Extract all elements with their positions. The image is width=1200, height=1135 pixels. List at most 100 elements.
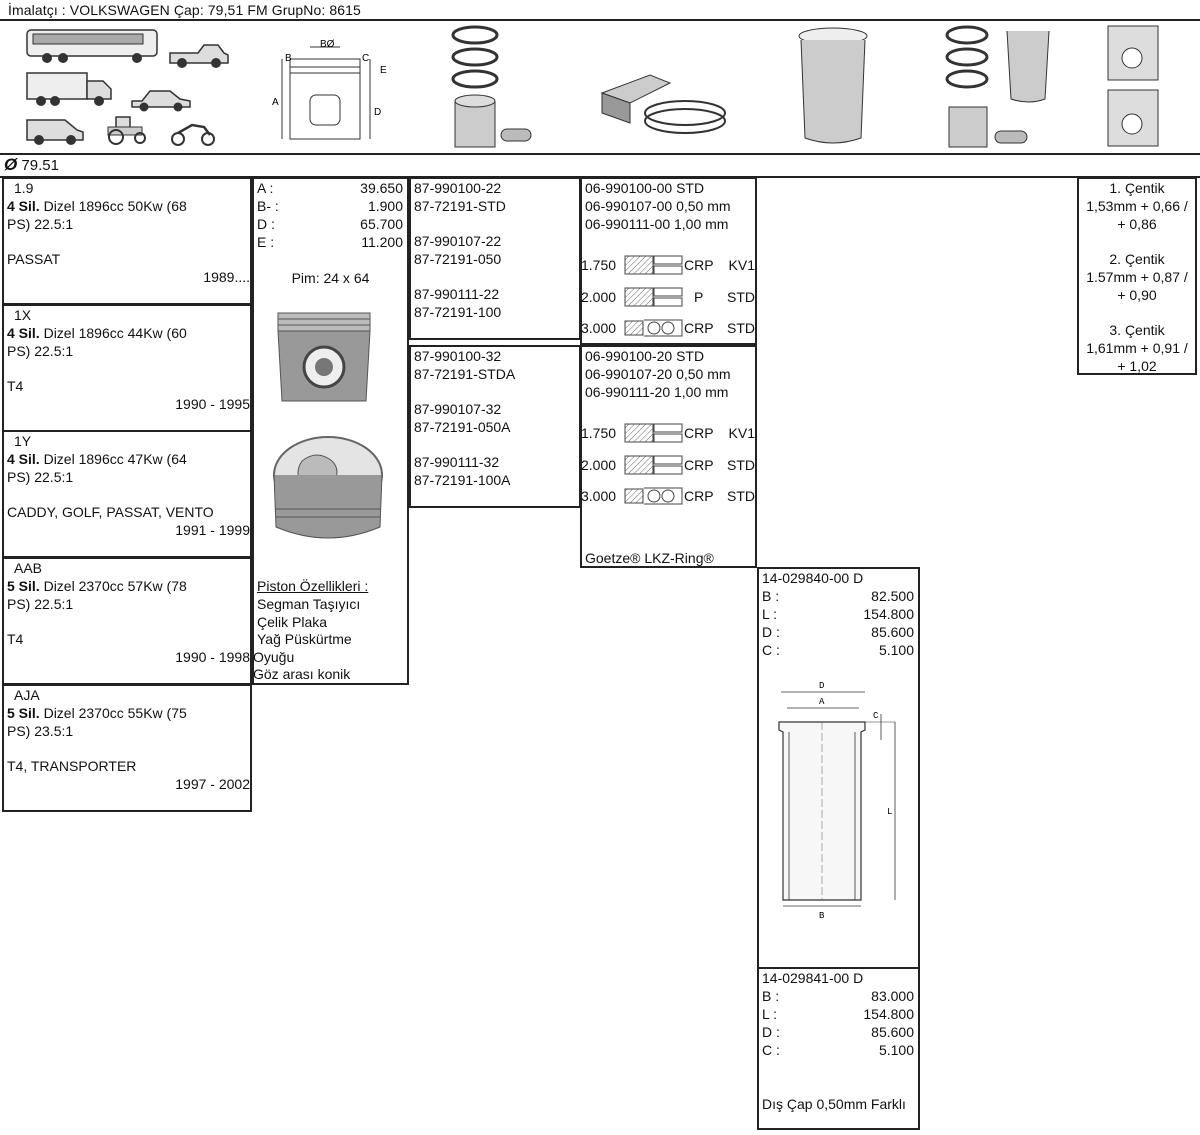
engine-cylinders: 5 Sil. <box>7 578 40 594</box>
engine-code: 1Y <box>14 433 32 449</box>
piston-dim-value: 39.650 <box>360 180 403 196</box>
piston-part-number: 87-990111-32 <box>414 454 500 470</box>
engine-code: AAB <box>14 560 43 576</box>
ring-type: CRP <box>684 425 714 441</box>
piston-dimension-icon: B BØ C E A D <box>272 39 387 140</box>
engine-code: AJA <box>14 687 40 703</box>
ring-set-part: 06-990107-20 0,50 mm <box>585 366 731 382</box>
ring-profile-icon <box>624 423 683 443</box>
liner-dim-label: B : <box>762 588 780 604</box>
liner-dim-value: 85.600 <box>871 624 914 640</box>
engine-years: 1991 - 1999 <box>175 522 250 538</box>
engine-model: T4 <box>7 378 24 394</box>
liner-dim-label: D : <box>762 1024 780 1040</box>
liner-dim-label: C : <box>762 1042 780 1058</box>
engine-cylinders: 4 Sil. <box>7 198 40 214</box>
ring-set-part: 06-990111-20 1,00 mm <box>585 384 729 400</box>
notch-tolerance-2: + 0,86 <box>1117 216 1157 232</box>
liner-label-d: D <box>819 681 824 691</box>
liner-dim-value: 5.100 <box>878 1042 914 1058</box>
engine-cylinders: 5 Sil. <box>7 705 40 721</box>
engine-spec-line2: PS) 22.5:1 <box>7 469 74 485</box>
notch-tolerance: 1,61mm + 0,91 / <box>1086 340 1188 356</box>
engine-spec: 4 Sil. Dizel 1896cc 47Kw (64 <box>7 450 187 468</box>
engine-spec-line2: PS) 23.5:1 <box>7 723 74 739</box>
liner-label-l: L <box>887 807 892 817</box>
piston-dim-value: 1.900 <box>367 198 403 214</box>
engine-spec-line1: Dizel 1896cc 50Kw (68 <box>43 198 187 214</box>
engine-code: 1.9 <box>14 180 34 196</box>
engine-spec-line1: Dizel 2370cc 57Kw (78 <box>43 578 187 594</box>
engine-years: 1990 - 1995 <box>175 396 250 412</box>
engine-model: PASSAT <box>7 251 61 267</box>
ring-type: CRP <box>684 488 714 504</box>
liner-label-a: A <box>819 697 825 707</box>
engine-spec: 5 Sil. Dizel 2370cc 55Kw (75 <box>7 704 187 722</box>
ring-profile-icon <box>624 487 683 505</box>
dim-label-b: B <box>285 53 292 64</box>
header-title: İmalatçı : VOLKSWAGEN Çap: 79,51 FM Grup… <box>8 2 361 18</box>
dim-label-c: C <box>362 53 369 64</box>
ring-size: 2.000 <box>581 456 617 473</box>
notch-title: 2. Çentik <box>1109 251 1165 267</box>
tractor-icon <box>107 116 146 145</box>
ring-code: STD <box>727 288 755 305</box>
liner-dim-label: D : <box>762 624 780 640</box>
notch-title: 3. Çentik <box>1109 322 1165 338</box>
piston-part-number: 87-72191-STD <box>414 198 506 214</box>
icon-row-line <box>0 153 1200 155</box>
diameter-label: Ø 79.51 <box>4 156 59 175</box>
features-title: Piston Özellikleri : <box>257 578 369 594</box>
ring-type: CRP <box>684 257 714 273</box>
dim-label-e: E <box>380 65 387 76</box>
liner-dim-value: 85.600 <box>871 1024 914 1040</box>
piston-dim-label: D : <box>257 216 275 232</box>
piston-part-number: 87-72191-050 <box>414 251 502 267</box>
liner-label-c: C <box>873 711 879 721</box>
piston-kit-icon <box>945 25 1050 148</box>
piston-part-number: 87-72191-100 <box>414 304 502 320</box>
dim-label-a: A <box>272 97 279 108</box>
liner-part-number: 14-029841-00 D <box>762 970 864 986</box>
engine-spec: 4 Sil. Dizel 1896cc 44Kw (60 <box>7 324 187 342</box>
engine-spec-line1: Dizel 1896cc 44Kw (60 <box>43 325 187 341</box>
notch-piston-icon <box>1107 25 1159 147</box>
ring-type: CRP <box>684 320 714 336</box>
engine-years: 1997 - 2002 <box>175 776 250 792</box>
piston-feature: Çelik Plaka <box>257 613 328 630</box>
engine-model: T4 <box>7 631 24 647</box>
pin-size: Pim: 24 x 64 <box>291 270 370 286</box>
ring-set-part: 06-990111-00 1,00 mm <box>585 216 729 232</box>
engine-cylinders: 4 Sil. <box>7 451 40 467</box>
notch-tolerance-2: + 1,02 <box>1117 358 1157 374</box>
bus-icon <box>26 29 158 63</box>
ring-code: STD <box>727 488 755 504</box>
diameter-value: 79.51 <box>21 157 59 174</box>
ring-profile-icon <box>624 255 683 275</box>
van-icon <box>26 119 84 145</box>
liner-dim-label: C : <box>762 642 780 658</box>
piston-part-number: 87-990100-22 <box>414 180 502 196</box>
liner-dim-value: 154.800 <box>863 606 914 622</box>
notch-tolerance: 1,53mm + 0,66 / <box>1086 198 1188 214</box>
cylinder-liner-icon <box>798 27 868 144</box>
ring-code: KV1 <box>728 257 755 273</box>
ring-type: P <box>694 288 704 305</box>
engine-spec: 4 Sil. Dizel 1896cc 50Kw (68 <box>7 197 187 215</box>
piston-feature: Göz arası konik <box>253 666 351 682</box>
dim-label-d: D <box>374 107 381 118</box>
liner-dim-value: 5.100 <box>878 642 914 658</box>
ring-size: 2.000 <box>581 288 617 305</box>
ring-size: 3.000 <box>581 488 617 504</box>
piston-dim-label: E : <box>257 234 275 250</box>
liner-dim-label: B : <box>762 988 780 1004</box>
header-line <box>0 19 1200 21</box>
pickup-icon <box>169 44 229 68</box>
